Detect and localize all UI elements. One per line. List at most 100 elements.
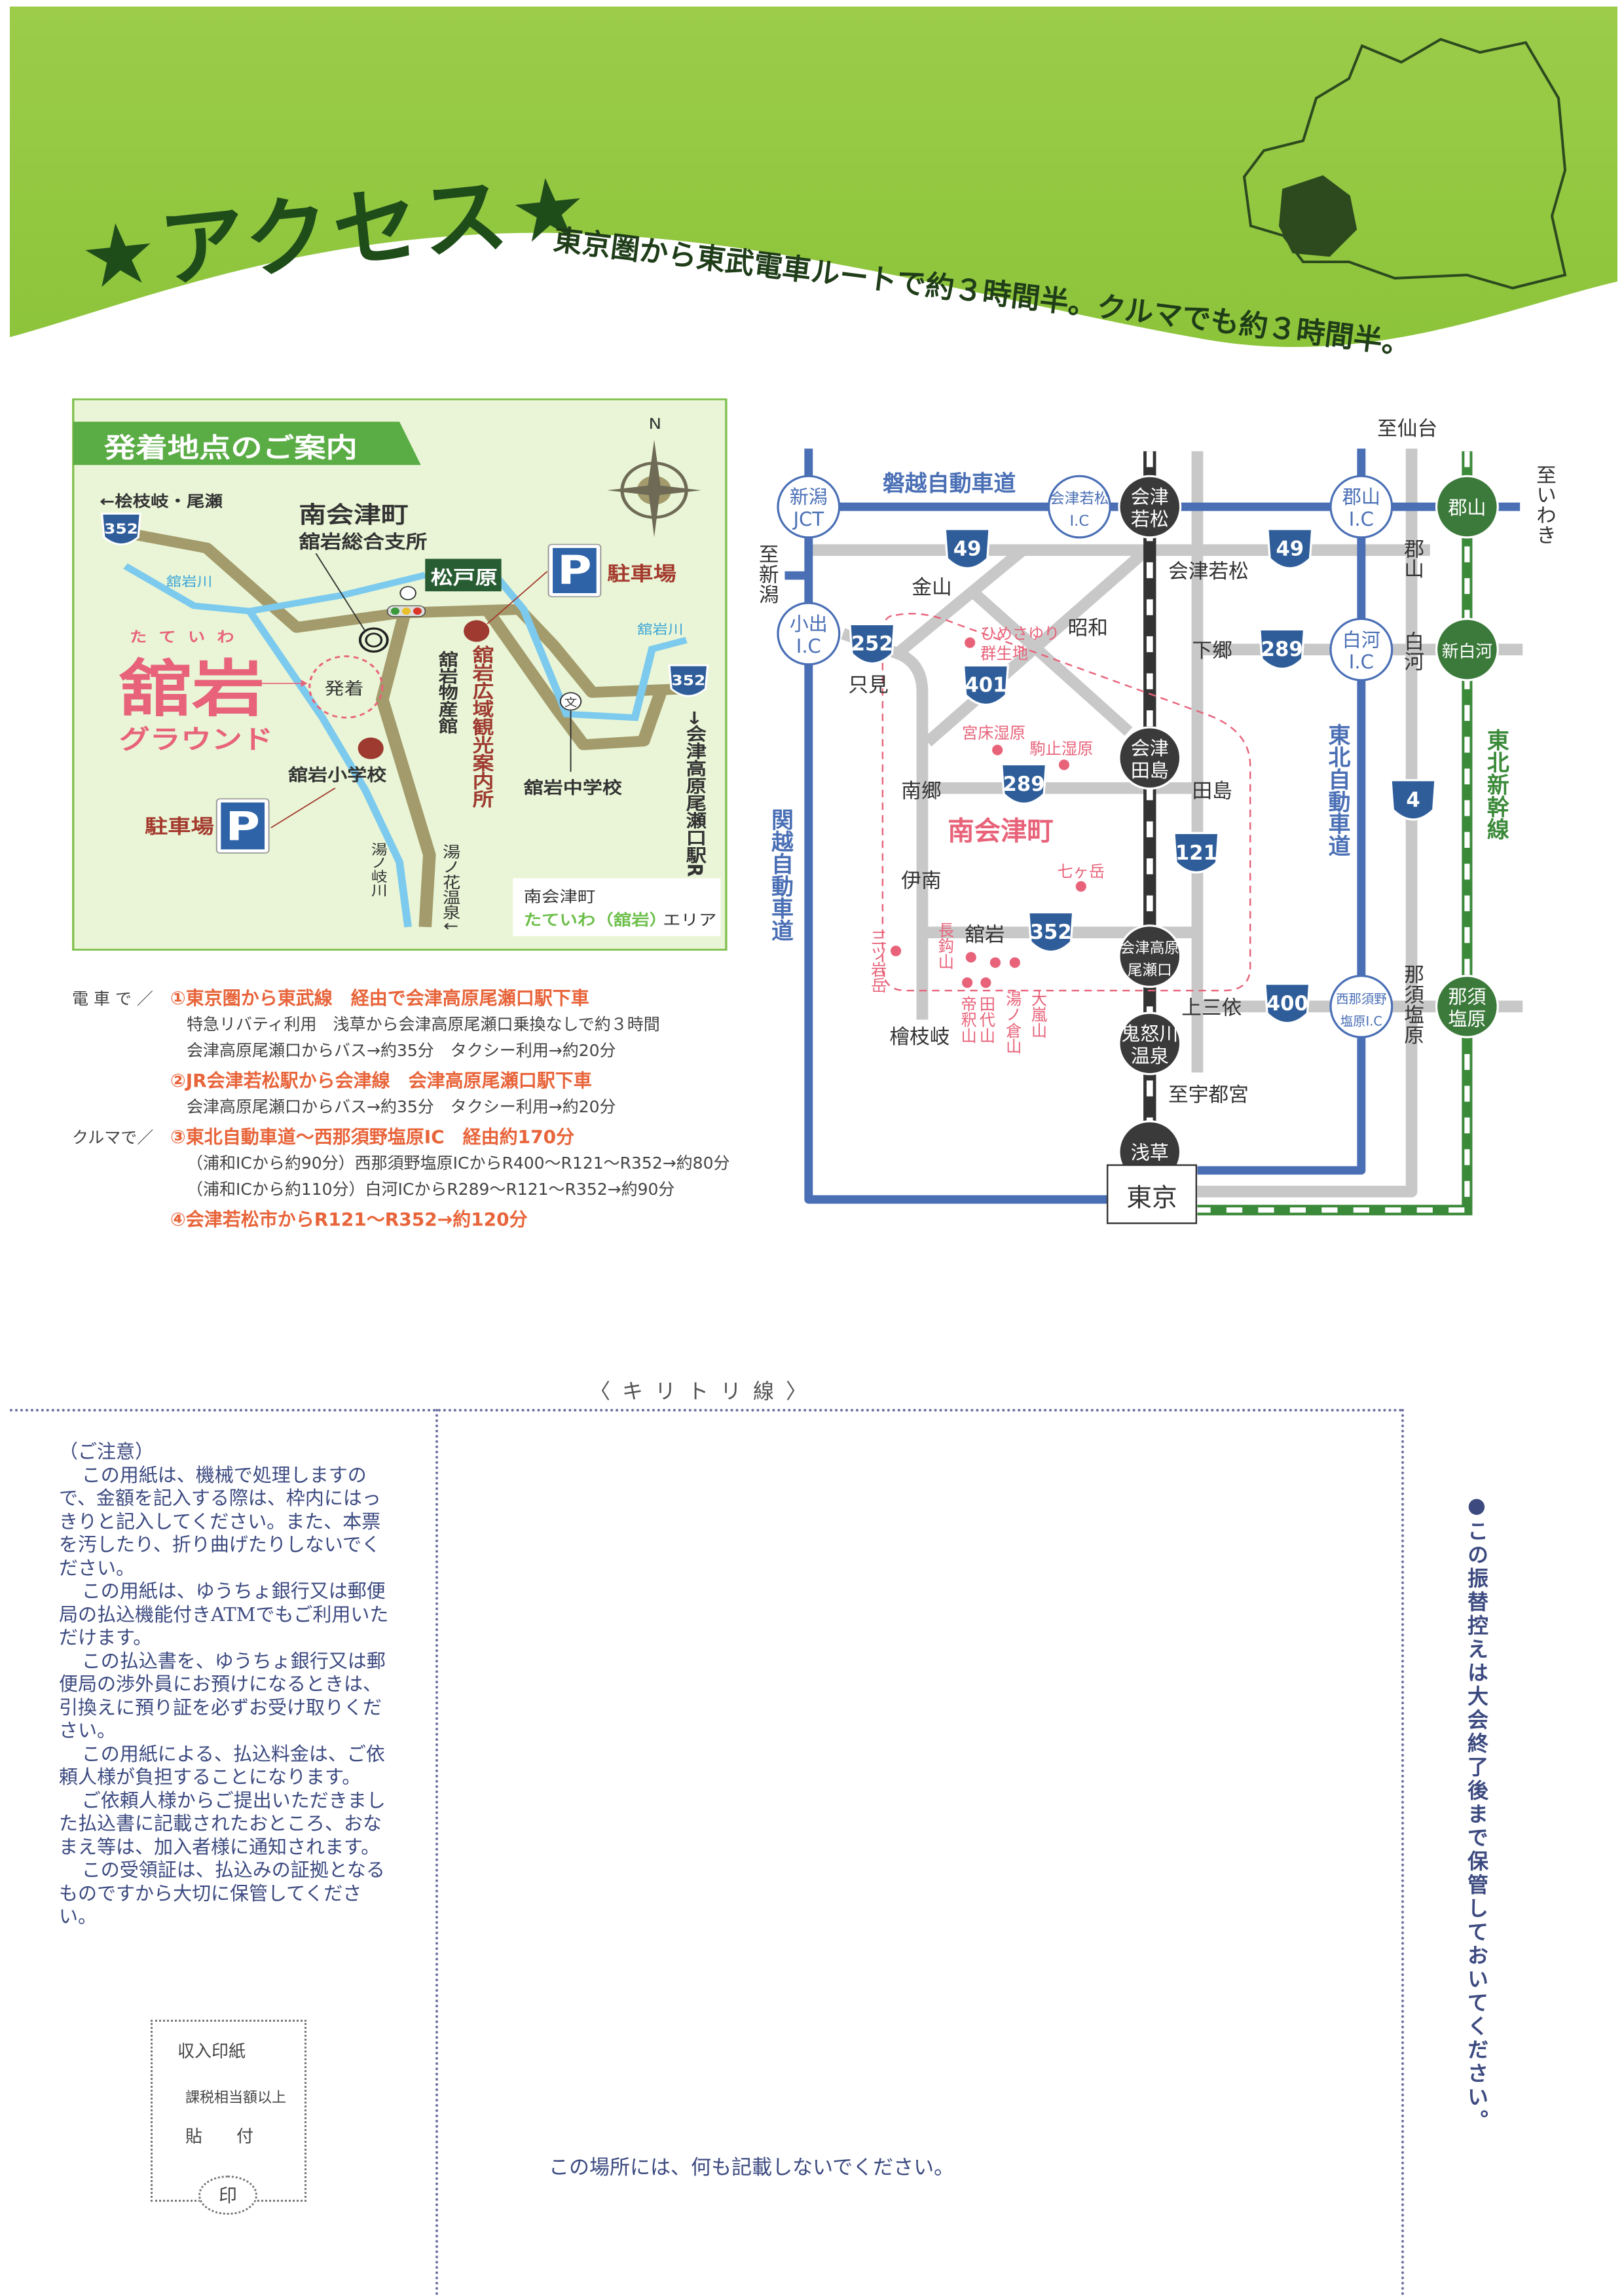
svg-text:群生地: 群生地 — [980, 645, 1028, 663]
svg-text:新潟: 新潟 — [790, 486, 828, 508]
spot-marker — [891, 945, 902, 957]
rivers — [123, 563, 688, 928]
svg-text:会津高原: 会津高原 — [1120, 940, 1179, 957]
station-nasushiobara: 那須塩原 — [1435, 974, 1499, 1038]
blank-area-note: この場所には、何も記載しないでください。 — [549, 2156, 955, 2179]
route-shield: 4 — [1390, 779, 1437, 821]
svg-text:田島: 田島 — [1131, 759, 1169, 782]
to-niigata-label: 至新潟 — [755, 544, 778, 604]
departure-label: 発着 — [325, 679, 364, 699]
spot-marker — [989, 957, 1001, 968]
town-label: 南会津町 — [299, 502, 408, 529]
svg-text:401: 401 — [965, 674, 1006, 697]
fukushima-map-icon — [1242, 37, 1567, 290]
spot-marker — [992, 744, 1003, 756]
ground-sub: グラウンド — [119, 725, 273, 755]
yunohana-label: 湯ノ花温泉↓ — [440, 844, 461, 932]
compass-icon — [607, 439, 701, 538]
cut-line — [10, 1409, 1403, 1412]
tohoku-exp-label: 東北自動車道 — [1325, 723, 1350, 857]
svg-text:121: 121 — [1175, 842, 1217, 865]
roads — [128, 528, 687, 928]
tokyo-label: 東京 — [1126, 1184, 1177, 1213]
svg-text:JCT: JCT — [792, 508, 824, 530]
svg-text:那須: 那須 — [1448, 985, 1486, 1008]
svg-text:I.C: I.C — [1070, 513, 1090, 530]
to-hinoemata-label: ←桧枝岐・尾瀬 — [100, 492, 223, 510]
route-shield: 49 — [944, 528, 991, 570]
svg-text:若松: 若松 — [1131, 508, 1169, 530]
svg-text:会津: 会津 — [1131, 486, 1169, 508]
svg-text:南郷: 南郷 — [901, 780, 941, 803]
spot-marker — [1075, 881, 1086, 892]
svg-text:I.C: I.C — [796, 635, 821, 657]
station-aizukogen: 会津高原尾瀬口 — [1118, 924, 1182, 989]
svg-text:郡山: 郡山 — [1342, 486, 1380, 508]
svg-text:塩原: 塩原 — [1448, 1008, 1486, 1030]
route-352-shield: 352 — [100, 513, 142, 545]
river-label: 舘岩川 — [166, 575, 213, 590]
branch-office-label: 舘岩総合支所 — [299, 532, 427, 553]
cut-line-label: 〈キリトリ線〉 — [589, 1379, 819, 1404]
local-map: 発着地点のご案内 N ←桧枝岐・尾瀬 352 352 南会津町 舘岩総合支所 松… — [72, 398, 728, 951]
svg-text:舘岩: 舘岩 — [965, 924, 1005, 947]
spot-marker — [965, 952, 976, 963]
svg-text:新白河: 新白河 — [1442, 642, 1492, 661]
map-heading: 発着地点のご案内 — [103, 432, 358, 464]
svg-text:鬼怒川: 鬼怒川 — [1121, 1023, 1178, 1045]
furigana-label: たていわ — [130, 629, 246, 646]
north-label: N — [649, 416, 662, 433]
divider-line — [435, 1409, 438, 2296]
spot-marker — [1058, 759, 1069, 771]
svg-text:P: P — [557, 547, 592, 594]
svg-text:湯ノ倉山: 湯ノ倉山 — [1003, 991, 1022, 1054]
svg-text:檜枝岐: 檜枝岐 — [889, 1026, 950, 1049]
route-shield: 289 — [1259, 628, 1306, 670]
svg-text:小出: 小出 — [790, 613, 828, 635]
matsudohara-label: 松戸原 — [431, 568, 498, 589]
minamiaizu-label: 南会津町 — [948, 816, 1053, 847]
banetsu-label: 磐越自動車道 — [883, 471, 1016, 496]
ground-name: 舘岩 — [119, 654, 265, 725]
shinkansen-label: 東北新幹線 — [1483, 729, 1509, 840]
directions: 電 車 で ／①東京圏から東武線 経由で会津高原尾瀬口駅下車 特急リバティ利用 … — [72, 987, 730, 1230]
ic-koide: 小出I.C — [777, 602, 841, 666]
station-shinshirakawa: 新白河 — [1435, 617, 1499, 682]
svg-text:浅草: 浅草 — [1131, 1142, 1169, 1164]
parking-label: 駐車場 — [607, 562, 676, 585]
svg-text:I.C: I.C — [1349, 651, 1374, 673]
svg-text:金山: 金山 — [912, 576, 951, 599]
parking-sign-icon: P — [547, 543, 602, 598]
svg-text:289: 289 — [1261, 638, 1303, 661]
spot-marker — [980, 977, 991, 989]
route-shield: 289 — [1000, 763, 1048, 805]
notes: （ご注意） この用紙は、機械で処理しますので、金額を記入する際は、枠内にはっきり… — [59, 1440, 389, 1927]
divider-line — [1401, 1409, 1404, 2296]
matsudohara-tag — [425, 558, 502, 592]
svg-text:会津: 会津 — [1131, 737, 1169, 759]
seal-mark: 印 — [198, 2176, 257, 2215]
svg-text:252: 252 — [851, 633, 893, 656]
keep-receipt-note: ●この振替控えは大会終了後まで保管しておいてください。 — [1464, 1493, 1489, 2133]
svg-text:宮床湿原: 宮床湿原 — [962, 724, 1025, 742]
svg-text:289: 289 — [1003, 773, 1045, 796]
svg-text:帝釈山: 帝釈山 — [958, 996, 976, 1044]
svg-text:352: 352 — [1030, 921, 1072, 944]
svg-text:352: 352 — [671, 673, 705, 689]
svg-text:郡山: 郡山 — [1400, 539, 1424, 579]
svg-text:上三依: 上三依 — [1181, 996, 1242, 1019]
route-shield: 401 — [962, 664, 1010, 706]
junior-high-label: 舘岩中学校 — [523, 778, 623, 797]
legend-box — [513, 878, 721, 936]
svg-text:駒止湿原: 駒止湿原 — [1029, 740, 1093, 758]
svg-text:伊南: 伊南 — [901, 870, 941, 893]
direction-2: ②JR会津若松駅から会津線 会津高原尾瀬口駅下車 — [170, 1070, 592, 1091]
direction-1: ①東京圏から東武線 経由で会津高原尾瀬口駅下車 — [170, 987, 589, 1009]
svg-text:49: 49 — [953, 538, 982, 560]
elementary-label: 舘岩小学校 — [287, 765, 387, 785]
svg-text:文: 文 — [564, 697, 578, 709]
svg-text:尾瀬口: 尾瀬口 — [1128, 962, 1172, 979]
